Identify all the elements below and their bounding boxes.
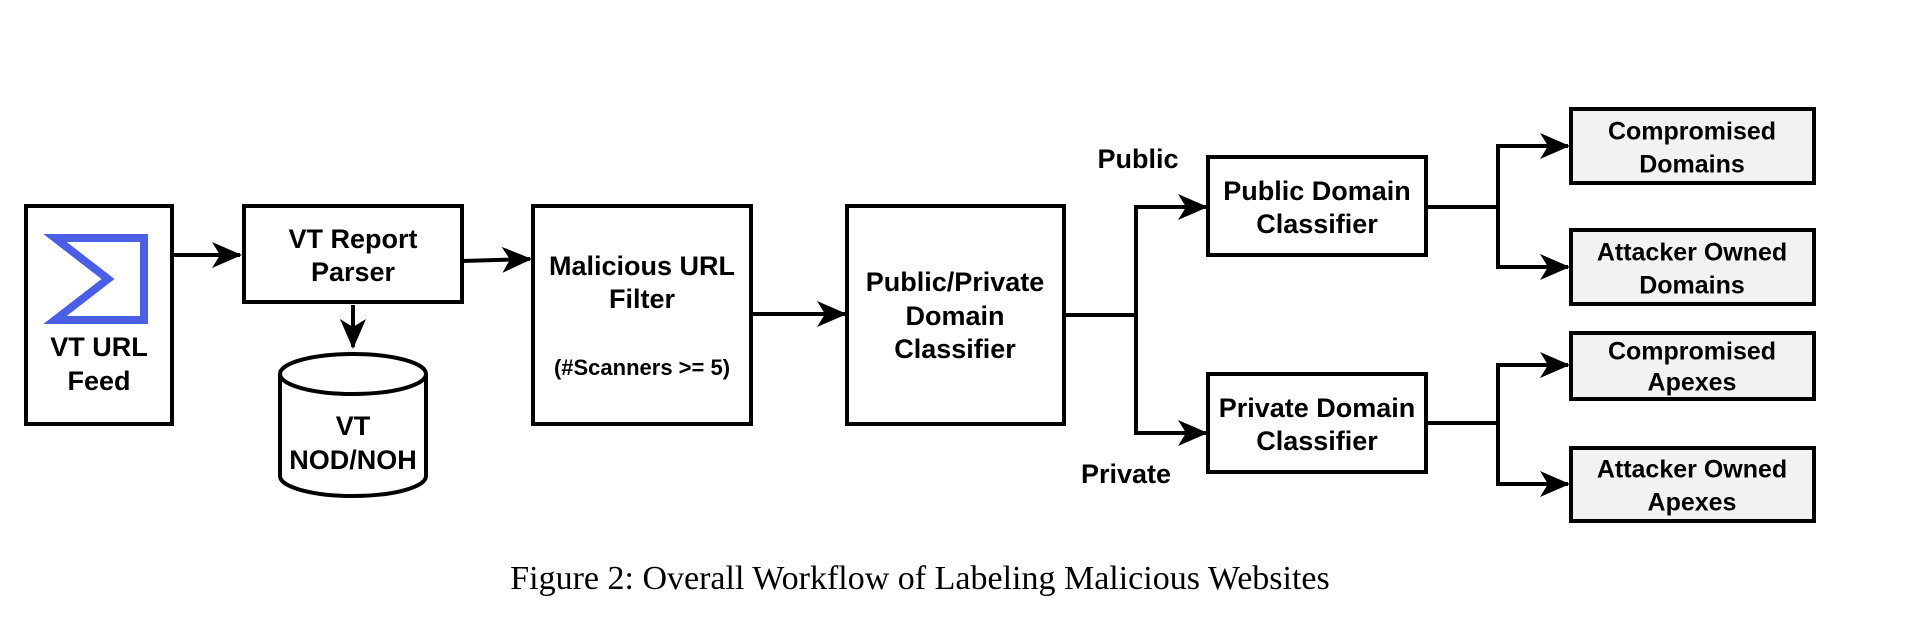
edge-public-to-attacker (1496, 207, 1570, 280)
vt-url-feed-label-line2: Feed (67, 366, 130, 396)
public-private-classifier-label-line3: Classifier (894, 334, 1016, 364)
workflow-diagram: VT URL Feed VT Report Parser VT NOD/NOH … (24, 107, 1816, 523)
attacker-owned-apexes-output: Attacker Owned Apexes (1569, 446, 1816, 523)
compromised-apexes-output: Compromised Apexes (1569, 331, 1816, 401)
public-domain-classifier-label-line1: Public Domain (1223, 176, 1411, 206)
public-domain-classifier-node: Public Domain Classifier (1206, 155, 1428, 257)
compromised-domains-output: Compromised Domains (1569, 107, 1816, 185)
malicious-url-filter-label-line1: Malicious URL (549, 251, 735, 281)
compromised-domains-label-line1: Compromised (1608, 118, 1776, 146)
malicious-url-filter-label-line2: Filter (609, 284, 676, 314)
attacker-owned-apexes-label-line2: Apexes (1648, 489, 1737, 517)
vt-nod-noh-database: VT NOD/NOH (278, 352, 428, 498)
edge-private-to-attacker-apexes (1496, 423, 1570, 497)
sigma-logo-icon (43, 234, 148, 324)
private-branch-label: Private (1081, 459, 1171, 489)
attacker-owned-apexes-label-line1: Attacker Owned (1597, 456, 1787, 484)
public-domain-classifier-label-line2: Classifier (1256, 209, 1378, 239)
compromised-domains-label-line2: Domains (1639, 151, 1745, 179)
vt-url-feed-node: VT URL Feed (24, 204, 174, 426)
vt-report-parser-label-line2: Parser (311, 257, 396, 287)
private-domain-classifier-label-line1: Private Domain (1219, 393, 1416, 423)
edge-classifier-to-public (1064, 194, 1208, 317)
private-domain-classifier-node: Private Domain Classifier (1206, 372, 1428, 474)
vt-report-parser-node: VT Report Parser (242, 204, 464, 304)
attacker-owned-domains-label-line2: Domains (1639, 272, 1745, 300)
compromised-apexes-label-line2: Apexes (1648, 369, 1737, 397)
vt-url-feed-label-line1: VT URL (50, 332, 148, 362)
private-domain-classifier-label-line2: Classifier (1256, 426, 1378, 456)
edges (172, 133, 1570, 497)
figure-caption: Figure 2: Overall Workflow of Labeling M… (510, 560, 1330, 597)
vt-nod-noh-label-line1: VT (336, 411, 371, 441)
public-private-classifier-label-line1: Public/Private (866, 267, 1045, 297)
public-private-classifier-label-line2: Domain (905, 301, 1004, 331)
vt-report-parser-label-line1: VT Report (288, 224, 417, 254)
vt-nod-noh-label-line2: NOD/NOH (289, 445, 417, 475)
public-branch-label: Public (1097, 144, 1178, 174)
public-private-domain-classifier-node: Public/Private Domain Classifier (845, 204, 1066, 426)
attacker-owned-domains-output: Attacker Owned Domains (1569, 228, 1816, 306)
edge-parser-to-filter (461, 246, 532, 273)
attacker-owned-domains-label-line1: Attacker Owned (1597, 239, 1787, 267)
edge-private-to-compromised-apexes (1426, 352, 1570, 425)
malicious-url-filter-node: Malicious URL Filter (#Scanners >= 5) (531, 204, 753, 426)
edge-classifier-to-private (1134, 315, 1208, 446)
compromised-apexes-label-line1: Compromised (1608, 338, 1776, 366)
malicious-url-filter-threshold-note: (#Scanners >= 5) (554, 355, 730, 380)
edge-public-to-compromised (1426, 133, 1570, 209)
